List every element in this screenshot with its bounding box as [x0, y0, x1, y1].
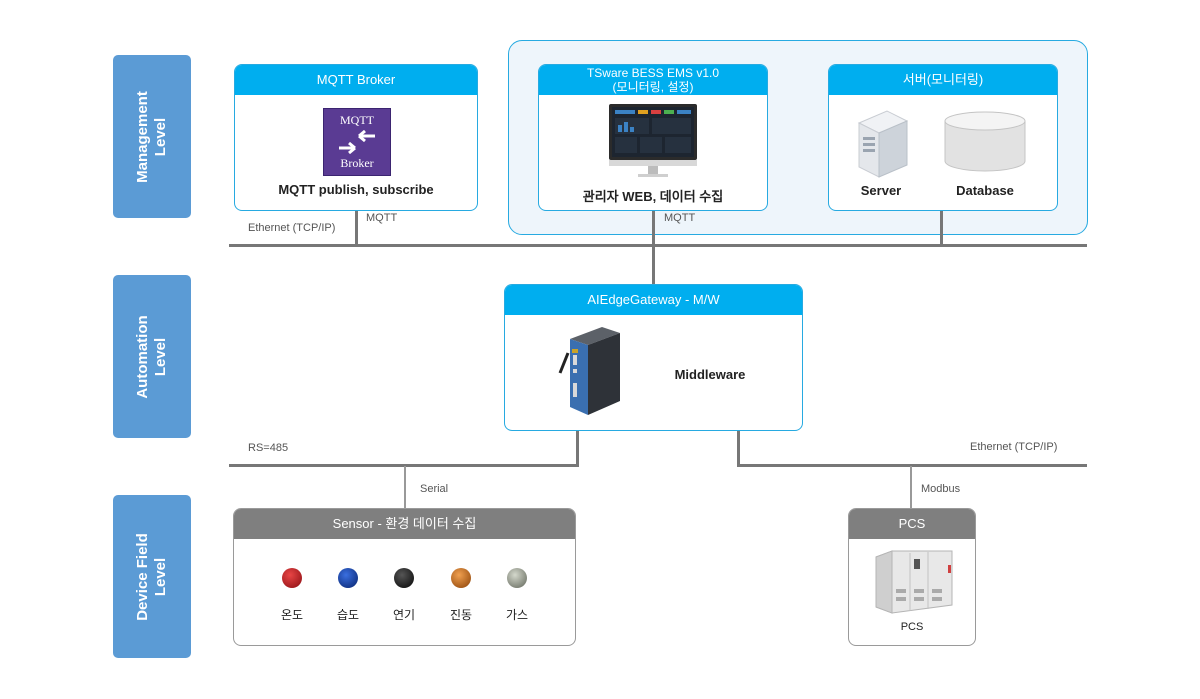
gateway-title: AIEdgeGateway - M/W — [505, 285, 802, 315]
mqtt-broker-caption: MQTT publish, subscribe — [278, 182, 434, 197]
device-field-level-line1: Device Field — [134, 532, 151, 621]
temperature-sensor-icon — [282, 568, 302, 588]
mqtt-broker-connector — [355, 209, 358, 246]
sensor-connector — [404, 466, 406, 509]
ethernet-bus-line — [737, 464, 1087, 467]
sensor-label-temperature: 온도 — [280, 608, 304, 622]
device-field-level-line2: Level — [152, 557, 169, 596]
ems-box: TSware BESS EMS v1.0 (모니터링, 설정) 관리자 WEB,… — [538, 64, 768, 211]
mqtt-broker-box: MQTT Broker MQTT Broker MQTT publish, su… — [234, 64, 478, 211]
mqtt-broker-title: MQTT Broker — [235, 65, 477, 95]
database-label: Database — [956, 183, 1014, 198]
sensor-box: Sensor - 환경 데이터 수집 온도 습도 연기 진동 가스 — [233, 508, 576, 646]
sensor-label-humidity: 습도 — [336, 608, 360, 622]
sensor-label-vibration: 진동 — [449, 608, 473, 622]
pcs-box-title: PCS — [849, 509, 975, 539]
server-box: 서버(모니터링) Server Database — [828, 64, 1058, 211]
ems-connector — [652, 209, 655, 285]
pcs-cabinet-icon — [875, 550, 953, 614]
ems-title-line2: (모니터링, 설정) — [612, 80, 694, 94]
server-tower-icon — [857, 110, 909, 178]
sensor-label-gas: 가스 — [505, 608, 529, 622]
serial-label: Serial — [420, 483, 449, 495]
server-label: Server — [860, 183, 902, 198]
ethernet-bottom-label: Ethernet (TCP/IP) — [970, 441, 1058, 453]
mqtt-logo-bottom-text: Broker — [340, 156, 374, 170]
management-bus-line — [229, 244, 1087, 247]
server-connector — [940, 209, 943, 246]
modbus-label: Modbus — [921, 483, 961, 495]
sensor-label-smoke: 연기 — [392, 608, 416, 622]
edge-gateway-device-icon — [558, 327, 620, 415]
pcs-caption: PCS — [900, 621, 924, 633]
automation-level-line1: Automation — [134, 314, 151, 399]
rs485-label: RS=485 — [248, 442, 289, 454]
smoke-sensor-icon — [394, 568, 414, 588]
automation-level-line2: Level — [152, 337, 169, 376]
mqtt-left-label: MQTT — [366, 212, 398, 224]
ems-caption: 관리자 WEB, 데이터 수집 — [582, 189, 724, 204]
pcs-connector — [910, 466, 912, 509]
ethernet-top-label: Ethernet (TCP/IP) — [248, 222, 336, 234]
server-box-title: 서버(모니터링) — [829, 65, 1057, 95]
rs485-bus-line — [229, 464, 579, 467]
ems-title: TSware BESS EMS v1.0 (모니터링, 설정) — [539, 65, 767, 95]
ems-title-line1: TSware BESS EMS v1.0 — [586, 66, 720, 80]
mqtt-broker-logo: MQTT Broker — [323, 108, 391, 176]
exchange-arrows-icon — [339, 130, 375, 154]
database-icon — [944, 111, 1026, 172]
pcs-box: PCS PCS — [848, 508, 976, 646]
gateway-caption: Middleware — [674, 367, 746, 382]
monitor-dashboard-icon — [609, 104, 697, 177]
management-level-line2: Level — [152, 117, 169, 156]
management-level-line1: Management — [134, 90, 151, 183]
gateway-box: AIEdgeGateway - M/W Middleware — [504, 284, 803, 431]
gateway-serial-connector — [576, 429, 579, 467]
gateway-ethernet-connector — [737, 429, 740, 467]
humidity-sensor-icon — [338, 568, 358, 588]
gas-sensor-icon — [507, 568, 527, 588]
vibration-sensor-icon — [451, 568, 471, 588]
mqtt-right-label: MQTT — [664, 212, 696, 224]
sensor-box-title: Sensor - 환경 데이터 수집 — [234, 509, 575, 539]
mqtt-logo-top-text: MQTT — [340, 113, 374, 127]
